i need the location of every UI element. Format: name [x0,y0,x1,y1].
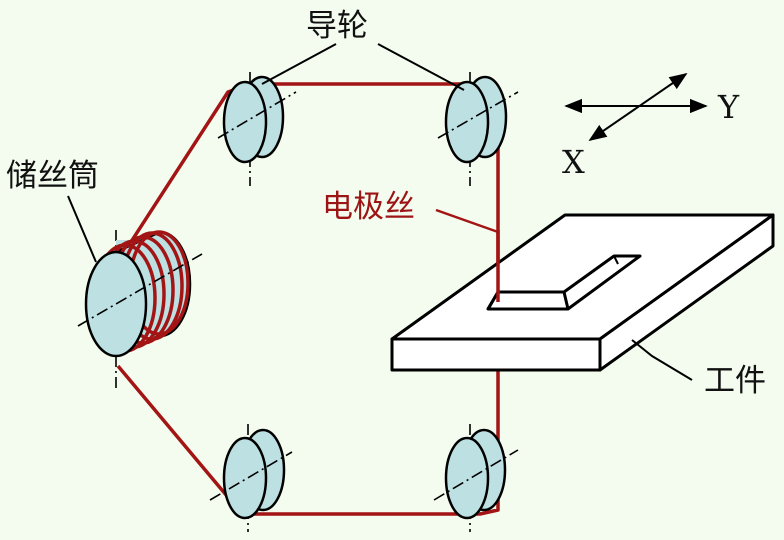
guide-wheel-top-left [217,72,297,186]
wire-storage-drum [77,230,203,390]
guide-wheel-bottom-left [209,424,293,532]
electrode-wire-label: 电极丝 [322,189,415,225]
leader-lines [67,43,693,381]
y-axis-label: Y [718,88,740,126]
xy-axis-indicator [564,72,708,142]
wire-drum-label: 储丝筒 [6,158,99,194]
x-axis-label: X [562,143,585,181]
guide-wheel-top-right [437,72,519,186]
workpiece-label: 工件 [704,363,766,399]
guide-wheel-label: 导轮 [306,8,368,44]
workpiece [390,213,775,372]
guide-wheel-bottom-right [433,424,519,532]
